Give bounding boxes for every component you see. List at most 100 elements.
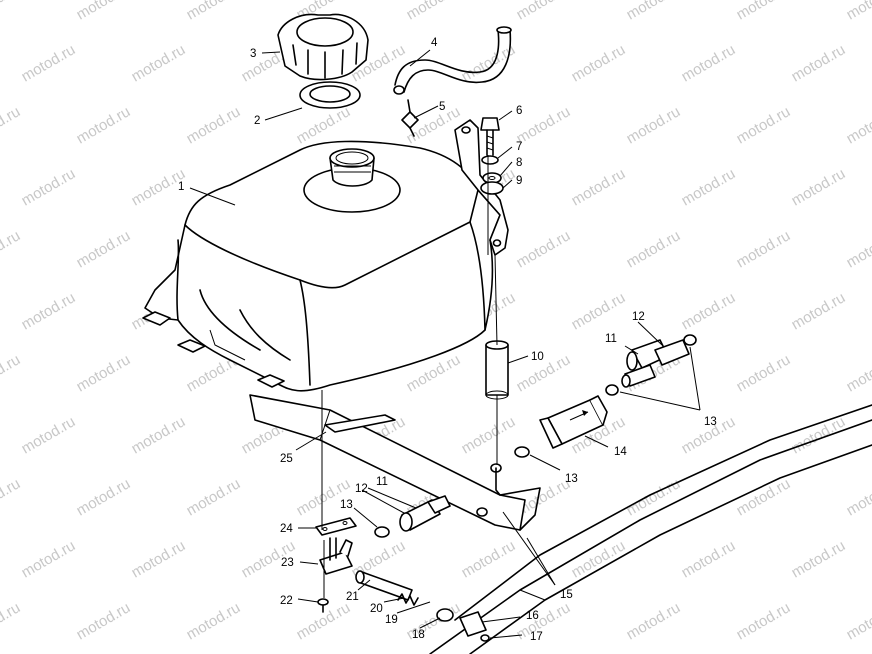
watermark-text: motod.ru <box>514 227 574 271</box>
watermark-text: motod.ru <box>74 475 134 519</box>
watermark-text: motod.ru <box>0 475 23 519</box>
watermark-text: motod.ru <box>19 165 79 209</box>
callout-3: 3 <box>250 48 256 60</box>
watermark-text: motod.ru <box>0 0 23 23</box>
watermark-text: motod.ru <box>789 41 849 85</box>
cap-gasket <box>299 81 361 109</box>
fuel-valve <box>319 537 353 575</box>
watermark-text: motod.ru <box>734 351 794 395</box>
callout-12-upper: 12 <box>632 311 645 323</box>
callout-1: 1 <box>178 181 184 193</box>
watermark-text: motod.ru <box>844 351 872 395</box>
watermark-text: motod.ru <box>734 475 794 519</box>
callout-12-lower: 12 <box>355 483 368 495</box>
watermark-text: motod.ru <box>789 537 849 581</box>
watermark-text: motod.ru <box>404 0 464 23</box>
callout-10: 10 <box>531 351 544 363</box>
watermark-text: motod.ru <box>184 0 244 23</box>
callout-6: 6 <box>516 105 522 117</box>
watermark-text: motod.ru <box>679 289 739 333</box>
watermark-text: motod.ru <box>19 41 79 85</box>
callout-15: 15 <box>560 589 573 601</box>
watermark-text: motod.ru <box>679 537 739 581</box>
callout-11-lower: 11 <box>376 476 388 488</box>
leader-lines <box>189 49 701 639</box>
watermark-text: motod.ru <box>734 599 794 643</box>
watermark-text: motod.ru <box>129 413 189 457</box>
watermark-text: motod.ru <box>734 227 794 271</box>
fuel-pickup-tube <box>355 570 413 601</box>
hose-clamp-upper-b <box>605 384 619 396</box>
assembly-lines <box>321 155 498 598</box>
callout-23: 23 <box>281 557 294 569</box>
fuel-hose-12-upper <box>654 339 690 366</box>
callout-5: 5 <box>439 101 445 113</box>
watermark-text: motod.ru <box>184 103 244 147</box>
watermark-text: motod.ru <box>129 41 189 85</box>
callout-9: 9 <box>516 175 522 187</box>
callout-numbers: 1 2 3 4 5 6 7 8 9 10 11 12 13 14 13 11 1… <box>178 37 717 643</box>
watermark-text: motod.ru <box>789 165 849 209</box>
watermark-text: motod.ru <box>734 0 794 23</box>
callout-4: 4 <box>431 37 438 49</box>
watermark-text: motod.ru <box>624 0 684 23</box>
callout-20: 20 <box>370 603 383 615</box>
watermark-text: motod.ru <box>789 413 849 457</box>
watermark-text: motod.ru <box>184 599 244 643</box>
callout-2: 2 <box>254 115 260 127</box>
grommet <box>480 181 504 195</box>
fuel-tank <box>142 119 509 392</box>
callout-18: 18 <box>412 629 425 641</box>
watermark-text: motod.ru <box>74 351 134 395</box>
watermark-text: motod.ru <box>844 227 872 271</box>
gas-cap <box>277 13 369 81</box>
fuel-line-upper <box>621 339 669 388</box>
watermark-text: motod.ru <box>184 475 244 519</box>
callout-17: 17 <box>530 631 543 643</box>
watermark-text: motod.ru <box>0 351 23 395</box>
watermark-text: motod.ru <box>569 289 629 333</box>
watermark-text: motod.ru <box>844 475 872 519</box>
watermark-text: motod.ru <box>0 227 23 271</box>
watermark-text: motod.ru <box>294 475 354 519</box>
watermark-text: motod.ru <box>569 165 629 209</box>
valve-bracket <box>315 517 357 536</box>
callout-13-lower: 13 <box>340 499 353 511</box>
spring <box>397 593 419 606</box>
callout-24: 24 <box>280 523 293 535</box>
watermark-text: motod.ru <box>0 599 23 643</box>
watermark-text: motod.ru <box>74 103 134 147</box>
watermark-text: motod.ru <box>624 103 684 147</box>
callout-21: 21 <box>346 591 359 603</box>
hose-clamp-upper-a <box>683 334 697 346</box>
watermark-text: motod.ru <box>19 289 79 333</box>
callout-22: 22 <box>280 595 293 607</box>
watermark-text: motod.ru <box>514 103 574 147</box>
watermark-text: motod.ru <box>734 103 794 147</box>
frame-rails <box>429 404 872 654</box>
watermark-text: motod.ru <box>844 103 872 147</box>
callout-13-mid: 13 <box>565 473 578 485</box>
vent-hose <box>393 26 512 95</box>
bolt <box>480 117 500 156</box>
watermark-text: motod.ru <box>844 0 872 23</box>
fuel-hose-12-lower <box>427 495 451 514</box>
vent-fitting <box>401 99 419 137</box>
watermark-text: motod.ru <box>514 0 574 23</box>
callout-25: 25 <box>280 453 293 465</box>
washer-7 <box>481 155 499 165</box>
callout-8: 8 <box>516 157 522 169</box>
clip <box>459 611 487 637</box>
watermark-text: motod.ru <box>624 227 684 271</box>
mount-pad <box>324 414 396 433</box>
fuel-line-lower <box>399 499 441 532</box>
screw-17 <box>480 634 490 642</box>
watermark-text: motod.ru <box>514 599 574 643</box>
watermark-text: motod.ru <box>74 0 134 23</box>
watermark-text: motod.ru <box>74 227 134 271</box>
watermark-text: motod.ru <box>789 289 849 333</box>
watermark-text: motod.ru <box>19 537 79 581</box>
callout-16: 16 <box>526 610 539 622</box>
